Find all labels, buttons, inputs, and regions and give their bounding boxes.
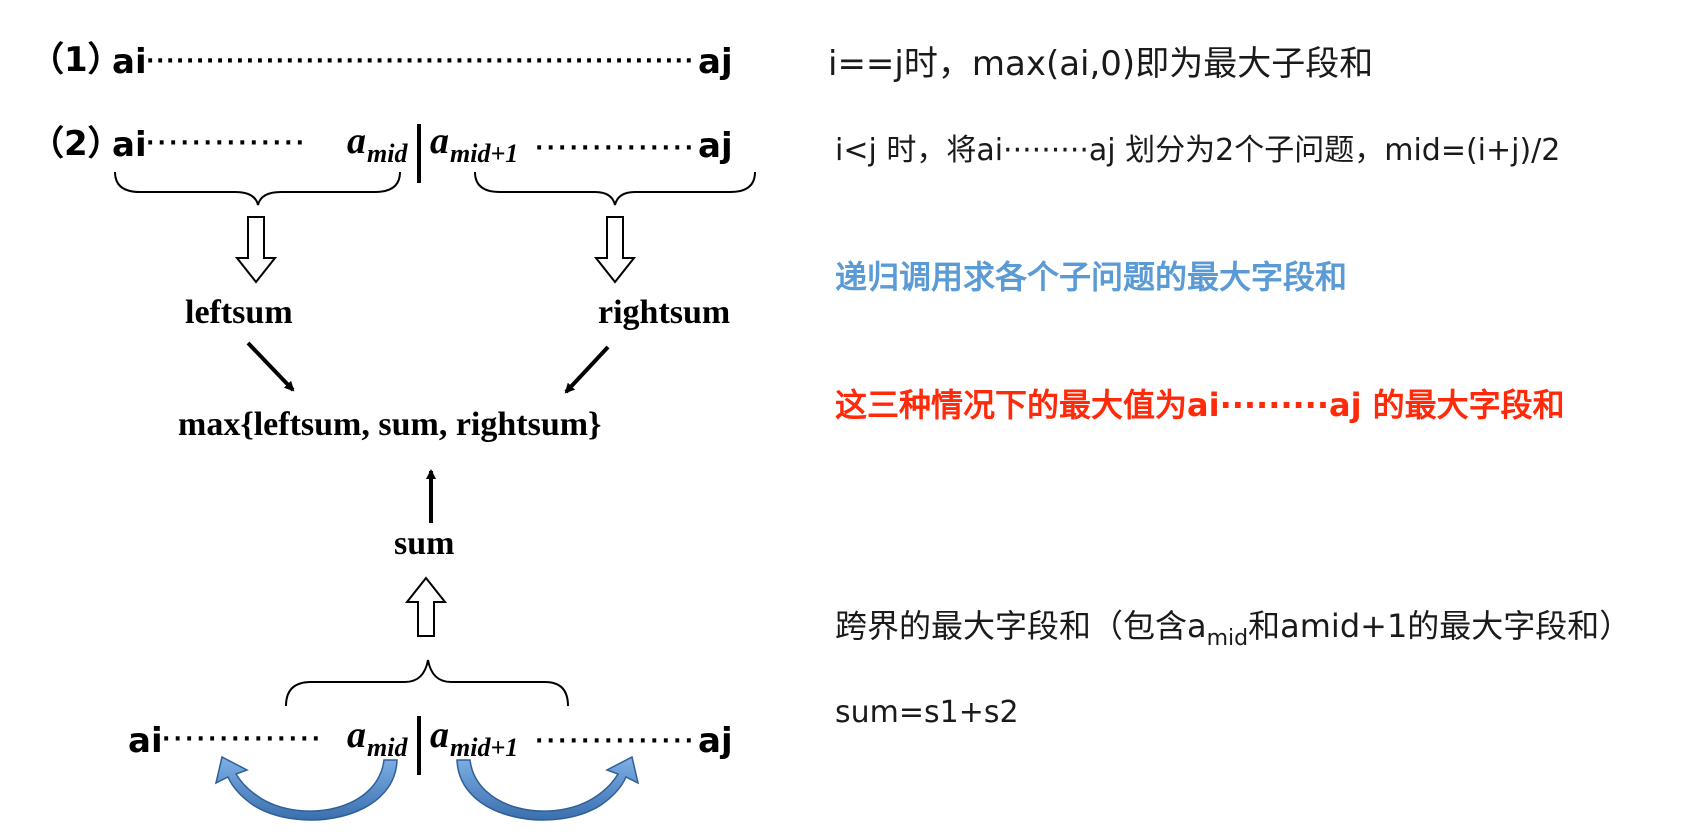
case2-end: aj: [698, 126, 733, 166]
case2-dots-right: ··············: [535, 136, 693, 161]
bottom-dots-left: ··············: [162, 727, 320, 752]
case1-label: （1）: [30, 40, 122, 80]
hollow-down-arrow-left: [234, 216, 278, 284]
bottom-amid1-base: a: [430, 714, 449, 756]
note-case1: i==j时，max(ai,0)即为最大子段和: [828, 44, 1373, 84]
note-recursive: 递归调用求各个子问题的最大字段和: [835, 258, 1347, 296]
curved-arrow-left: [214, 755, 398, 821]
case2-amid1-sub: mid+1: [450, 139, 518, 168]
case1-row: （1） ai ·································…: [30, 40, 733, 82]
svg-text:跨界的最大字段和（包含amid和amid+1的最大字段和）: 跨界的最大字段和（包含amid和amid+1的最大字段和）: [835, 607, 1631, 651]
bottom-start: ai: [128, 721, 163, 761]
rightsum-label: rightsum: [598, 294, 730, 331]
curved-arrow-right: [456, 755, 640, 821]
bottom-brace: [285, 659, 569, 707]
right-brace: [474, 171, 756, 206]
hollow-down-arrow-right: [593, 216, 637, 284]
case1-end: aj: [698, 42, 733, 82]
bottom-amid1-sub: mid+1: [450, 733, 518, 762]
case2-start: ai: [112, 125, 147, 165]
max-expression: max{leftsum, sum, rightsum}: [178, 406, 601, 443]
bottom-amid-sub: mid: [367, 733, 408, 762]
left-brace: [114, 171, 401, 206]
hollow-up-arrow: [404, 576, 448, 637]
sum-label: sum: [394, 525, 454, 562]
case1-start: ai: [112, 42, 147, 82]
arrow-leftsum-to-max: [246, 341, 295, 392]
note-cross-pre: 跨界的最大字段和（包含a: [835, 607, 1207, 645]
case2-amid1-base: a: [430, 120, 449, 162]
case2-amid-base: a: [347, 120, 366, 162]
note-cross-post: 和amid+1的最大字段和）: [1248, 607, 1631, 645]
case2-amid-sub: mid: [367, 139, 408, 168]
case2-dots-left: ··············: [146, 131, 304, 156]
note-cross-sub: mid: [1207, 626, 1249, 651]
bottom-amid-base: a: [347, 714, 366, 756]
arrow-rightsum-to-max: [564, 345, 610, 394]
bottom-end: aj: [698, 721, 733, 761]
note-cross-sum: 跨界的最大字段和（包含amid和amid+1的最大字段和）: [835, 607, 1631, 651]
leftsum-label: leftsum: [185, 294, 293, 331]
case2-label: （2）: [30, 124, 122, 164]
note-max-of-three: 这三种情况下的最大值为ai·········aj 的最大字段和: [835, 386, 1565, 424]
bottom-row: ai ·············· a mid a mid+1 ········…: [128, 714, 733, 775]
note-sum-formula: sum=s1+s2: [835, 695, 1019, 730]
bottom-dots-right: ··············: [535, 729, 693, 754]
case1-dots: ········································…: [146, 49, 693, 74]
case2-row: （2） ai ·············· a mid a mid+1 ····…: [30, 120, 733, 183]
note-case2: i<j 时，将ai·········aj 划分为2个子问题，mid=(i+j)/…: [835, 133, 1560, 168]
